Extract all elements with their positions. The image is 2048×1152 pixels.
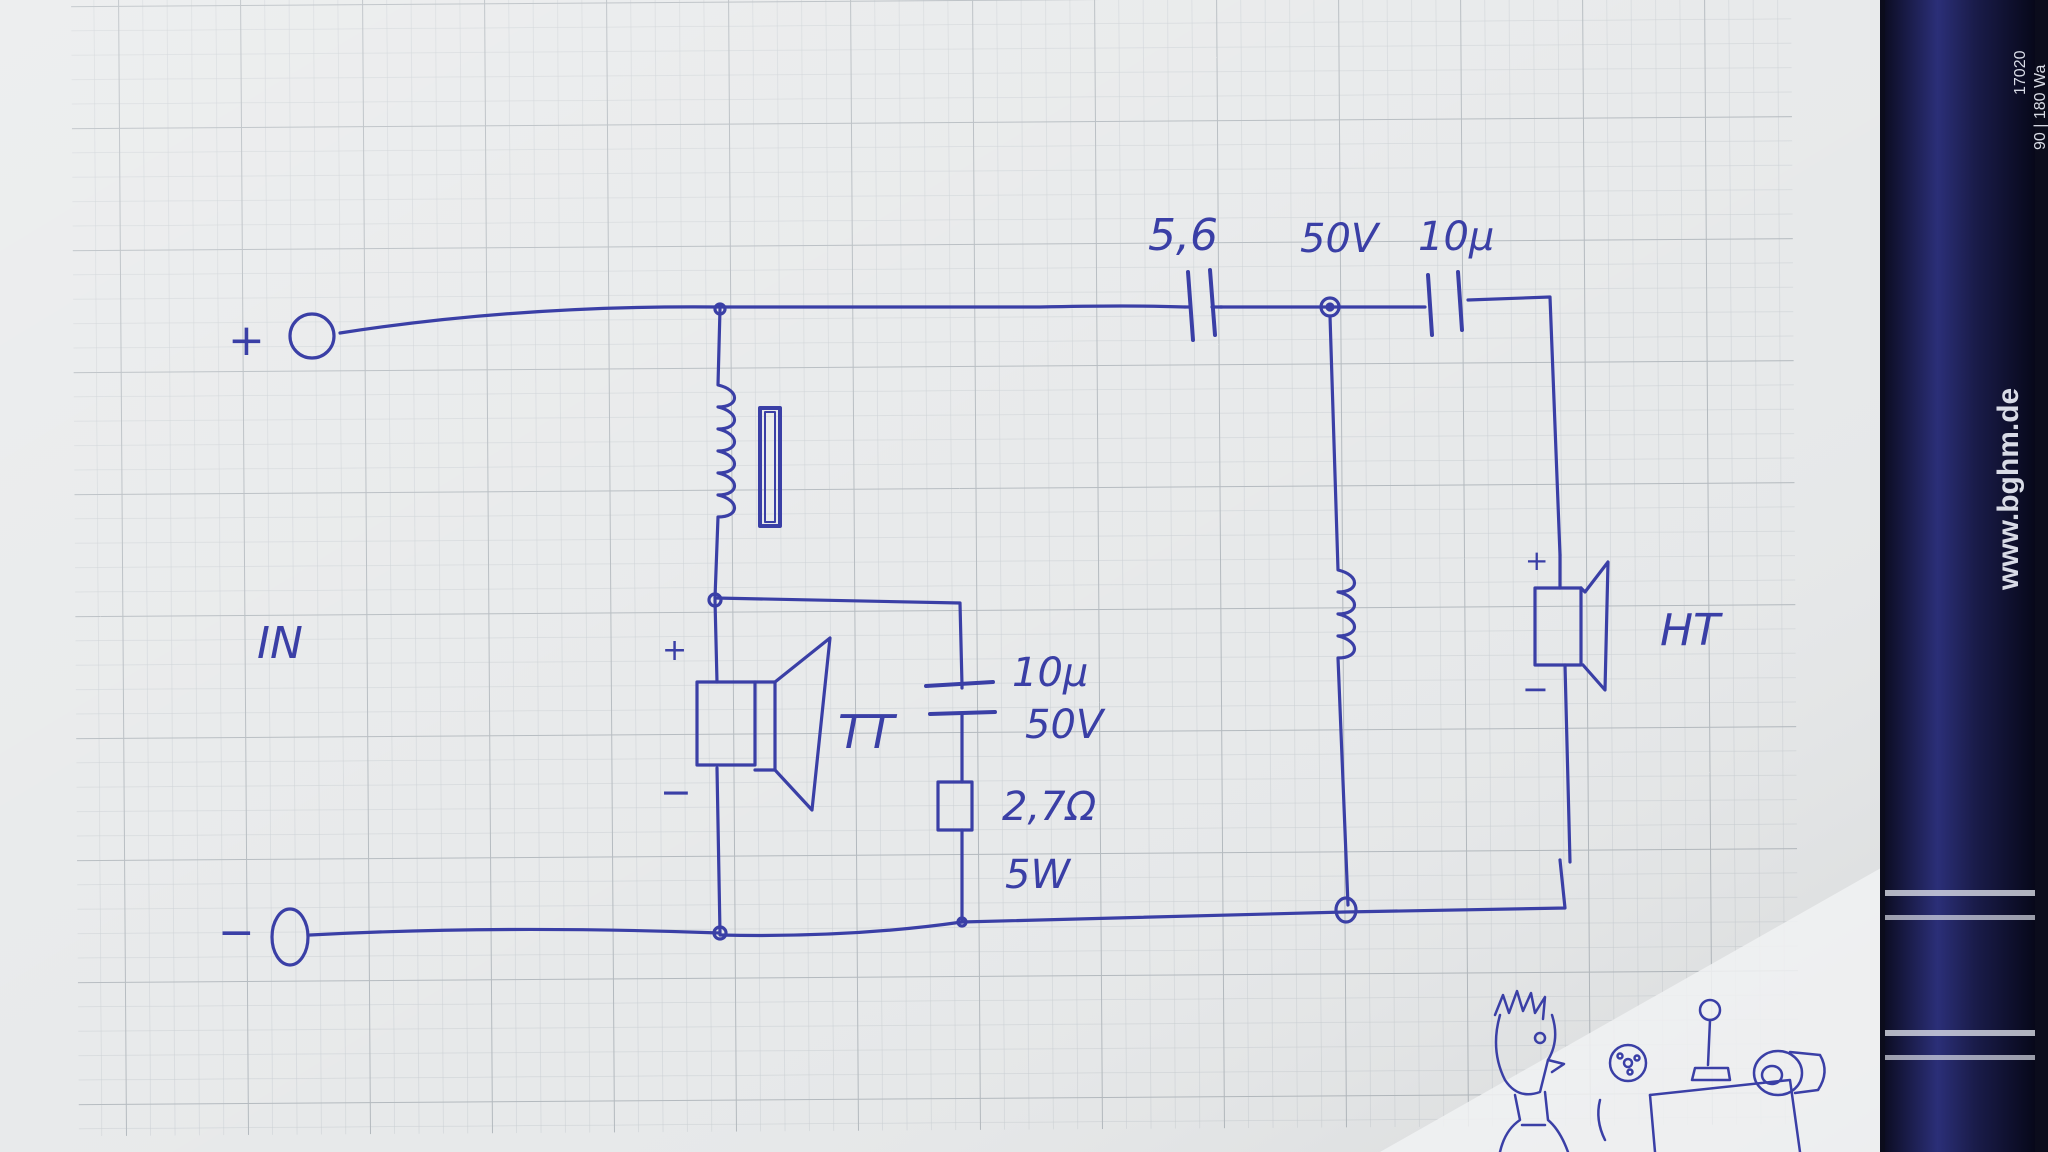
crossover-schematic: + − IN TT + − — [218, 210, 1723, 967]
tweeter-plus-label: + — [1525, 544, 1548, 577]
tweeter-series-capacitor — [1426, 270, 1464, 337]
tweeter-minus-label: − — [1522, 670, 1549, 708]
woofer-wire-top — [713, 598, 719, 684]
minus-terminal-label: − — [218, 907, 255, 958]
zobel-resistor — [936, 780, 974, 832]
zobel-top-wire — [713, 596, 964, 687]
top-rail-wire-mid — [718, 304, 1187, 309]
junction-bottom-zobel — [956, 916, 968, 928]
bottom-rail-wire — [718, 858, 1567, 938]
tweeter-shunt-inductor — [1328, 314, 1357, 907]
zobel-res-power: 5W — [1005, 852, 1071, 898]
woofer-label: TT — [838, 705, 898, 759]
pencil: www.bghm.de 17020 90 | 180 Wa — [1880, 0, 2048, 1152]
bottom-rail-wire-left — [308, 927, 722, 937]
tweeter-speaker: + − HT — [1522, 544, 1723, 864]
gear-icon — [1608, 1043, 1648, 1083]
main-cap-value: 5,6 — [1148, 210, 1218, 261]
woofer-minus-label: − — [660, 770, 692, 814]
input-plus-terminal — [288, 312, 336, 360]
paper-sheet — [0, 0, 1895, 1152]
inductor-core — [758, 406, 782, 528]
input-minus-terminal — [270, 907, 310, 967]
woofer-inductor — [713, 307, 737, 600]
pencil-spec-text: 90 | 180 Wa — [2032, 65, 2048, 150]
cartoon-engineer-icon — [1493, 989, 1570, 1152]
woofer-wire-bottom — [715, 766, 722, 935]
zobel-cap-value: 10μ — [1012, 650, 1088, 696]
zobel-res-value: 2,7Ω — [1002, 784, 1097, 830]
zobel-cap-rating: 50V — [1025, 702, 1106, 748]
junction-bottom-right — [1334, 896, 1358, 924]
woofer-speaker: TT + − — [660, 633, 898, 814]
tweeter-cap-value: 10μ — [1418, 214, 1494, 260]
speaker-icon — [1752, 1049, 1826, 1097]
main-cap-rating: 50V — [1300, 216, 1381, 262]
junction-bottom-left — [712, 925, 728, 941]
pencil-url-text: www.bghm.de — [1992, 388, 2025, 591]
top-rail-wire — [338, 305, 722, 335]
tweeter-label: HT — [1660, 605, 1723, 656]
woofer-plus-label: + — [662, 633, 687, 668]
input-label: IN — [257, 618, 303, 669]
plus-terminal-label: + — [228, 315, 265, 366]
pencil-code-text: 17020 — [2012, 50, 2029, 95]
tweeter-top-wire — [1466, 295, 1562, 557]
microphone-icon — [1597, 998, 1802, 1152]
